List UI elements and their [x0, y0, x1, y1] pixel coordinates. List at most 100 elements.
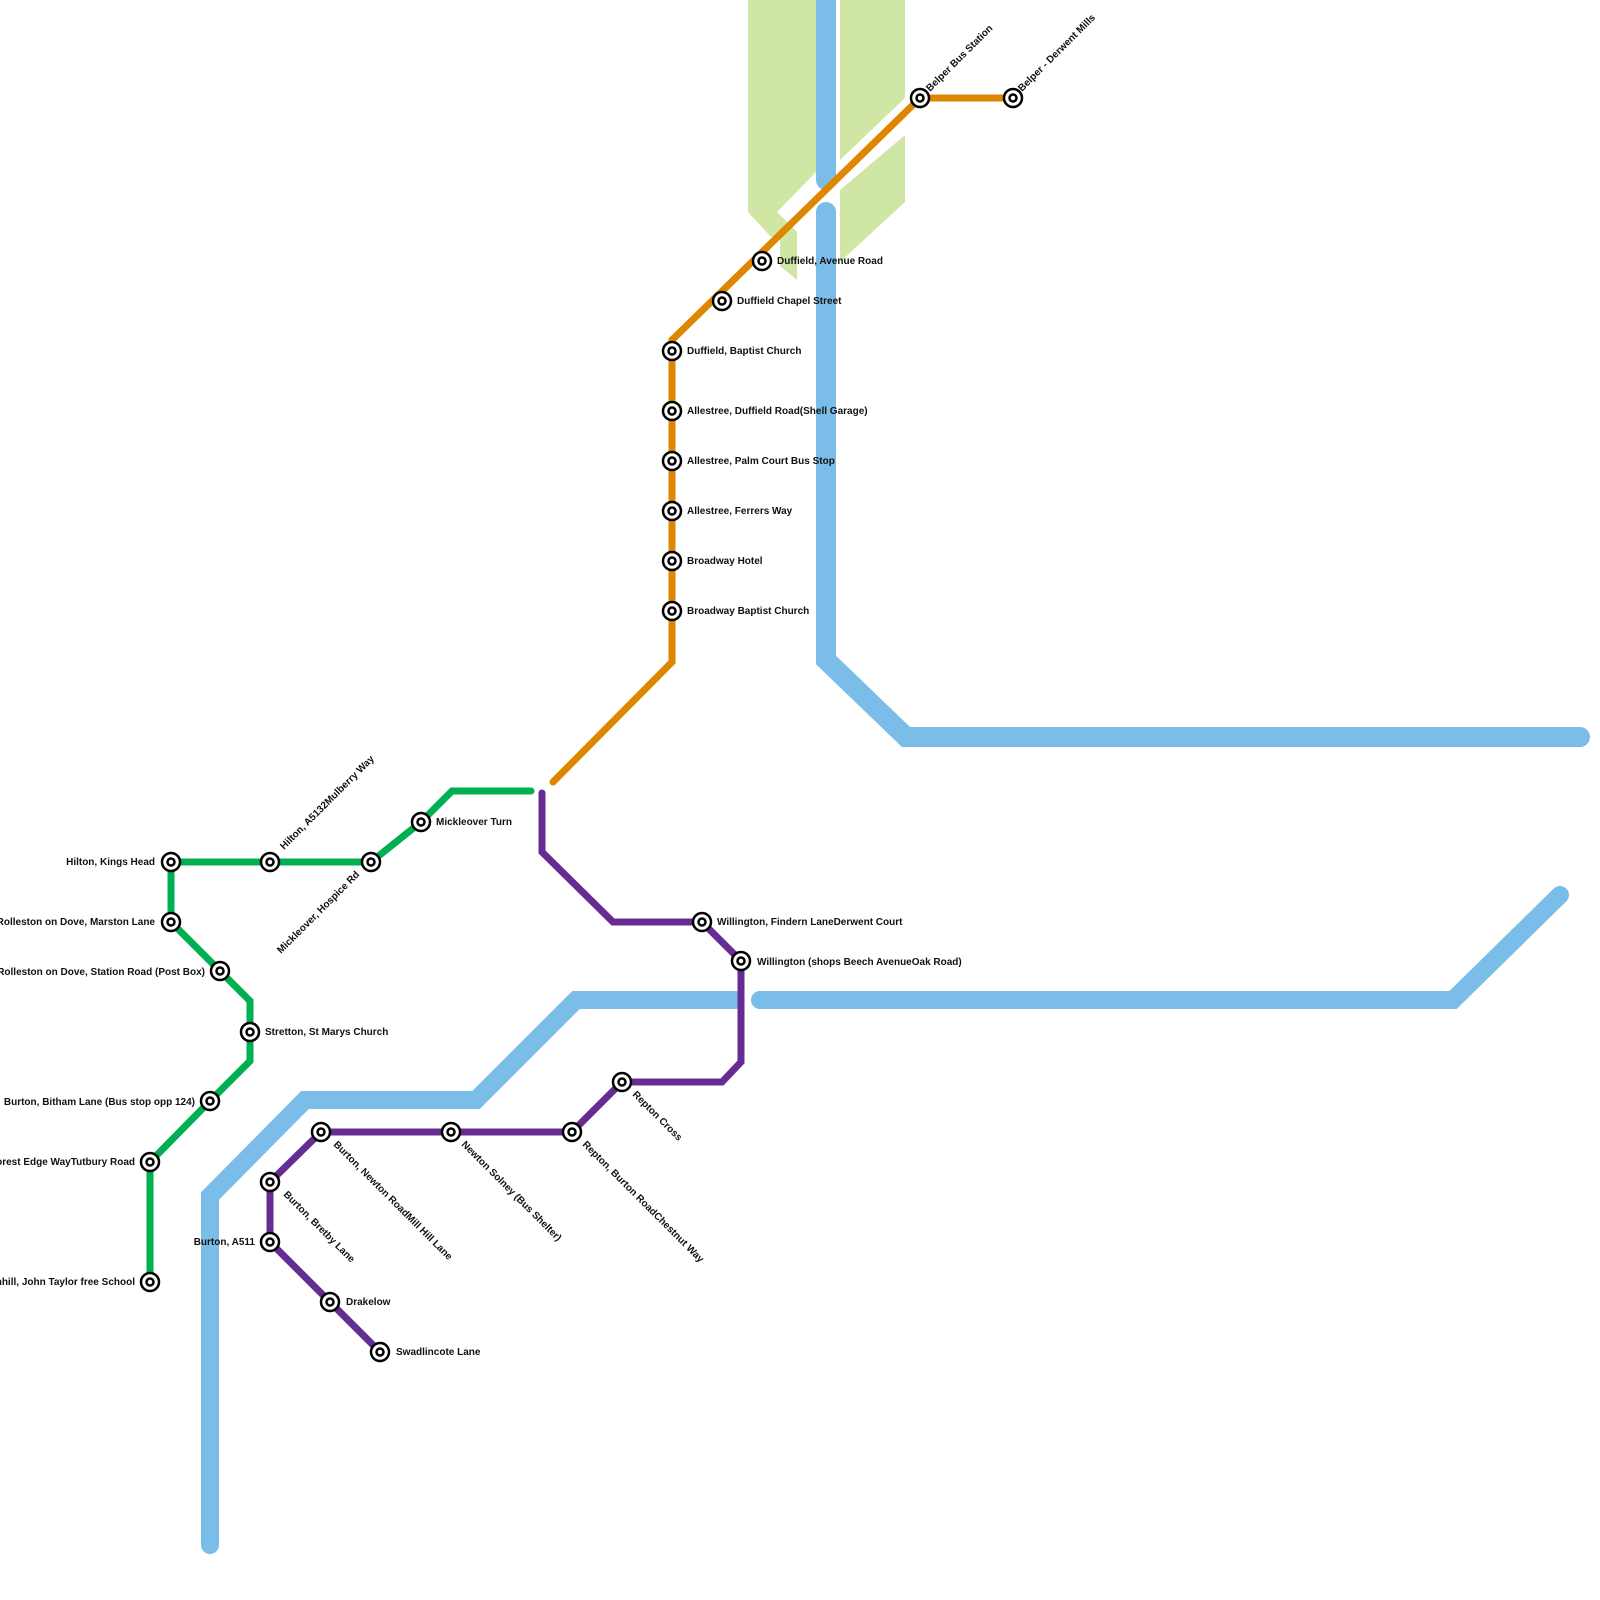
station-marker[interactable] [661, 400, 683, 422]
station-dot [446, 1127, 456, 1137]
station-label: Broadway Baptist Church [687, 606, 809, 617]
station-label: Hilton, A5132Mulberry Way [278, 753, 377, 852]
station-dot [757, 256, 767, 266]
station-marker[interactable] [410, 811, 432, 833]
river-trent-west [201, 991, 744, 1554]
station-label: Willington (shops Beech AvenueOak Road) [757, 957, 962, 968]
station-dot [145, 1157, 155, 1167]
station-dot [667, 406, 677, 416]
station-label: Burton, A511 [194, 1237, 256, 1248]
station-dot [215, 966, 225, 976]
station-dot [697, 917, 707, 927]
station-label: Broadway Hotel [687, 556, 763, 567]
station-dot [375, 1347, 385, 1357]
station-label: Swadlincote Lane [396, 1347, 481, 1358]
station-label: Rolleston on Dove, Station Road (Post Bo… [0, 967, 205, 978]
station-label: Mickleover Turn [436, 817, 512, 828]
station-marker[interactable] [259, 851, 281, 873]
station-dot [736, 956, 746, 966]
stations [139, 87, 1024, 1363]
station-dot [265, 1237, 275, 1247]
station-label: Newton Solney (Bus Shelter) [459, 1139, 563, 1243]
station-dot [717, 296, 727, 306]
station-label: Allestree, Ferrers Way [687, 506, 793, 517]
station-label: Belper Bus Station [924, 23, 995, 94]
station-marker[interactable] [239, 1021, 261, 1043]
station-dot [667, 506, 677, 516]
station-label: Duffield, Baptist Church [687, 346, 801, 357]
station-label: Forest Edge WayTutbury Road [0, 1157, 135, 1168]
station-label: Rolleston on Dove, Marston Lane [0, 917, 155, 928]
station-label: Burton, Bretby Lane [281, 1189, 357, 1265]
station-label: Hilton, Kings Head [66, 857, 155, 868]
station-marker[interactable] [661, 500, 683, 522]
station-label: Belper - Derwent Mills [1016, 12, 1098, 94]
station-marker[interactable] [139, 1151, 161, 1173]
station-dot [1008, 93, 1018, 103]
station-dot [617, 1077, 627, 1087]
station-labels: Belper Bus Station Belper - Derwent Mill… [0, 12, 1098, 1358]
station-label: Allestree, Duffield Road(Shell Garage) [687, 406, 868, 417]
station-marker[interactable] [209, 960, 231, 982]
station-marker[interactable] [661, 550, 683, 572]
station-marker[interactable] [360, 851, 382, 873]
station-marker[interactable] [909, 87, 931, 109]
station-label: Duffield, Avenue Road [777, 256, 883, 267]
station-label: Branston/Tatenhill, John Taylor free Sch… [0, 1277, 135, 1288]
station-label: Duffield Chapel Street [737, 296, 842, 307]
station-dot [667, 346, 677, 356]
station-label: Willington, Findern LaneDerwent Court [717, 917, 903, 928]
station-dot [325, 1297, 335, 1307]
station-label: Stretton, St Marys Church [265, 1027, 388, 1038]
station-marker[interactable] [730, 950, 752, 972]
station-marker[interactable] [310, 1121, 332, 1143]
station-marker[interactable] [369, 1341, 391, 1363]
station-label: Repton Cross [630, 1089, 684, 1143]
station-label: Allestree, Palm Court Bus Stop [687, 456, 835, 467]
park-area-southeast [840, 135, 905, 262]
station-marker[interactable] [611, 1071, 633, 1093]
station-marker[interactable] [139, 1271, 161, 1293]
station-marker[interactable] [751, 250, 773, 272]
station-dot [366, 857, 376, 867]
station-dot [316, 1127, 326, 1137]
station-dot [265, 1177, 275, 1187]
station-label: Mickleover, Hospice Rd [275, 869, 362, 956]
station-marker[interactable] [259, 1171, 281, 1193]
station-dot [205, 1096, 215, 1106]
station-marker[interactable] [661, 340, 683, 362]
station-marker[interactable] [160, 851, 182, 873]
station-marker[interactable] [319, 1291, 341, 1313]
station-dot [667, 456, 677, 466]
station-dot [265, 857, 275, 867]
river-derwent-south [816, 202, 1590, 747]
station-dot [667, 556, 677, 566]
river-trent-east [751, 886, 1569, 1009]
station-marker[interactable] [661, 600, 683, 622]
station-dot [245, 1027, 255, 1037]
station-marker[interactable] [691, 911, 713, 933]
station-label: Repton, Burton RoadChestnut Way [580, 1139, 706, 1265]
station-dot [567, 1127, 577, 1137]
station-dot [166, 917, 176, 927]
orange-line [549, 94, 1017, 786]
station-dot [145, 1277, 155, 1287]
station-dot [915, 93, 925, 103]
station-dot [416, 817, 426, 827]
station-marker[interactable] [1002, 87, 1024, 109]
station-marker[interactable] [160, 911, 182, 933]
station-marker[interactable] [661, 450, 683, 472]
station-marker[interactable] [561, 1121, 583, 1143]
parks [748, 0, 905, 280]
station-marker[interactable] [711, 290, 733, 312]
station-marker[interactable] [199, 1090, 221, 1112]
park-area-east [840, 0, 905, 160]
station-label: Burton, Newton RoadMill Hill Lane [331, 1139, 455, 1263]
station-label: Burton, Bitham Lane (Bus stop opp 124) [4, 1097, 195, 1108]
rivers [201, 0, 1590, 1554]
station-dot [667, 606, 677, 616]
station-dot [166, 857, 176, 867]
station-marker[interactable] [440, 1121, 462, 1143]
station-marker[interactable] [259, 1231, 281, 1253]
